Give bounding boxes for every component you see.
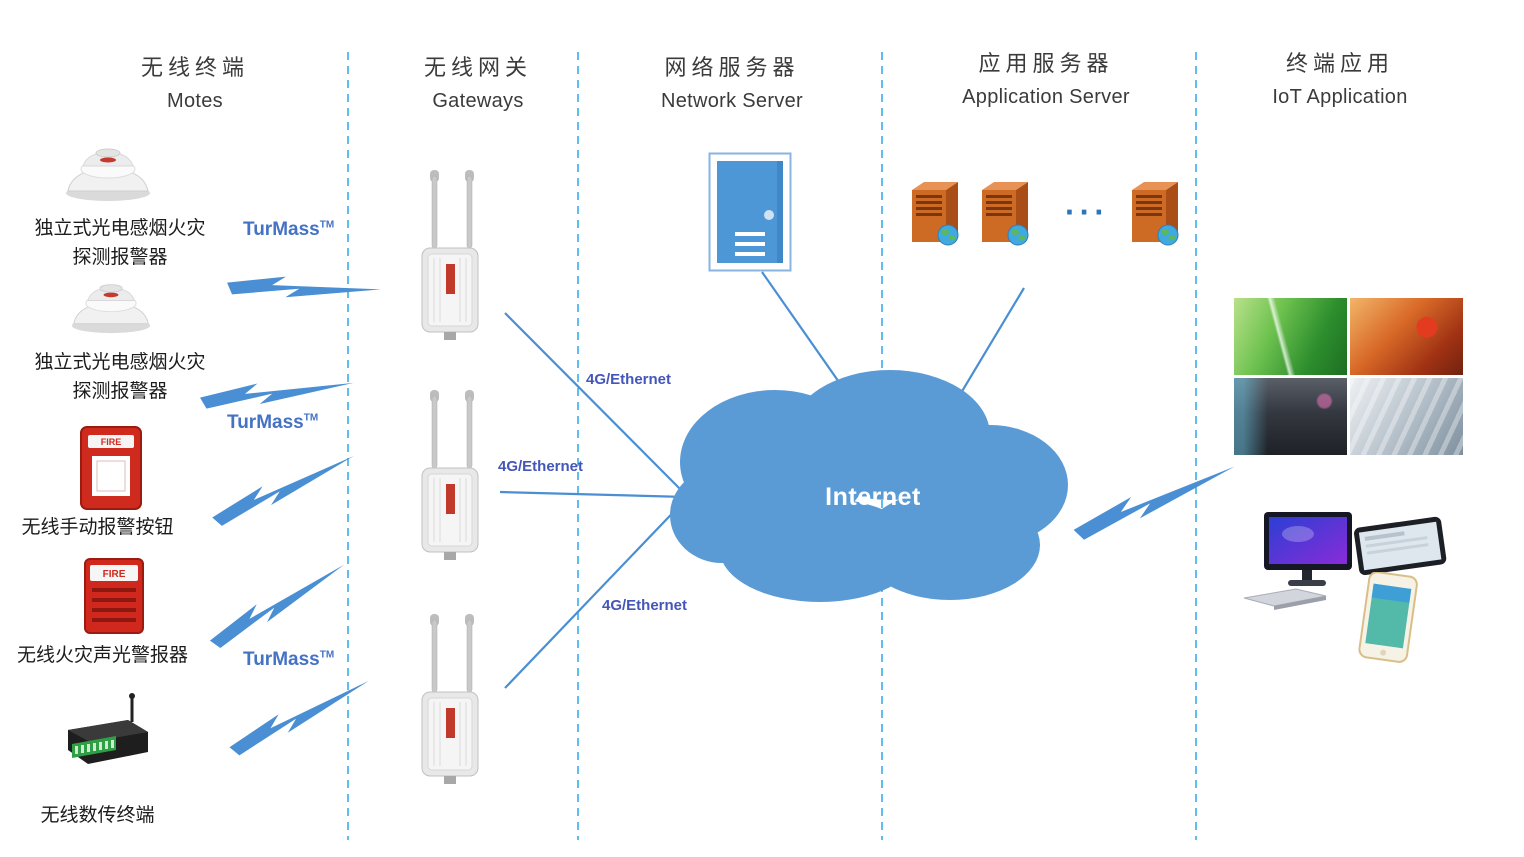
backhaul-label: 4G/Ethernet <box>586 371 672 388</box>
app-server-icon <box>976 178 1032 251</box>
column-header-application-server: 应用服务器 Application Server <box>911 46 1181 109</box>
turmass-tm: TM <box>319 219 335 231</box>
mote-label: 无线火灾声光警报器 <box>16 645 188 666</box>
header-iot-application-en: IoT Application <box>1272 86 1408 108</box>
backhaul-label: 4G/Ethernet <box>602 597 688 614</box>
mote-label: 独立式光电感烟火灾 探测报警器 <box>34 352 206 402</box>
turmass-tm: TM <box>319 649 335 661</box>
turmass-tm: TM <box>303 412 319 424</box>
data-terminal-icon <box>58 692 158 781</box>
header-gateways-en: Gateways <box>432 90 524 112</box>
network-server-icon <box>708 152 792 277</box>
header-application-server-zh: 应用服务器 <box>978 51 1114 76</box>
smoke-detector-icon <box>68 280 154 339</box>
backhaul-label: 4G/Ethernet <box>498 458 584 475</box>
sounder-grille <box>92 588 136 622</box>
app-server-ellipsis: ··· <box>1065 194 1109 230</box>
header-network-server-zh: 网络服务器 <box>664 55 800 80</box>
turmass-label: TurMassTM <box>227 412 318 434</box>
fire-badge-text: FIRE <box>101 437 122 447</box>
turmass-label: TurMassTM <box>243 219 334 241</box>
app-server-icon <box>906 178 962 251</box>
fire-badge-text: FIRE <box>103 569 126 580</box>
column-header-iot-application: 终端应用 IoT Application <box>1205 46 1475 109</box>
header-iot-application-zh: 终端应用 <box>1285 51 1394 76</box>
photo-factory-aerial <box>1350 378 1463 455</box>
column-header-network-server: 网络服务器 Network Server <box>607 50 857 113</box>
column-header-gateways: 无线网关 Gateways <box>353 50 603 113</box>
terminal-pins <box>75 740 114 754</box>
header-motes-en: Motes <box>167 90 223 112</box>
photo-parking-garage <box>1234 378 1347 455</box>
desktop-computer-icon <box>1238 512 1356 619</box>
tablet-icon <box>1352 512 1448 583</box>
header-motes-zh: 无线终端 <box>140 55 249 80</box>
mote-label: 无线数传终端 <box>40 805 155 826</box>
application-photo-grid <box>1234 298 1463 455</box>
internet-label: Internet <box>825 483 921 511</box>
turmass-text: TurMass <box>243 219 320 240</box>
gateway-icon <box>416 614 488 791</box>
gateway-fins <box>433 258 467 322</box>
header-application-server-en: Application Server <box>962 86 1130 108</box>
turmass-text: TurMass <box>227 412 304 433</box>
mote-label: 无线手动报警按钮 <box>21 517 174 538</box>
backhaul-lines <box>499 271 1025 689</box>
internet-cloud-shape <box>670 370 1068 602</box>
app-server-icon <box>1126 178 1182 251</box>
photo-fire-pipeline <box>1350 298 1463 375</box>
column-header-motes: 无线终端 Motes <box>70 50 320 113</box>
manual-call-point-icon: FIRE <box>80 426 142 515</box>
header-network-server-en: Network Server <box>660 90 803 112</box>
header-gateways-zh: 无线网关 <box>423 55 532 80</box>
server-menu-lines <box>735 232 765 256</box>
photo-greenhouse <box>1234 298 1347 375</box>
smoke-detector-icon <box>62 144 154 207</box>
mote-label: 独立式光电感烟火灾 探测报警器 <box>34 218 206 268</box>
gateway-icon <box>416 170 488 347</box>
turmass-text: TurMass <box>243 649 320 670</box>
turmass-label: TurMassTM <box>243 649 334 671</box>
smartphone-icon <box>1356 571 1420 669</box>
gateway-icon <box>416 390 488 567</box>
fire-sounder-icon: FIRE <box>84 558 144 639</box>
